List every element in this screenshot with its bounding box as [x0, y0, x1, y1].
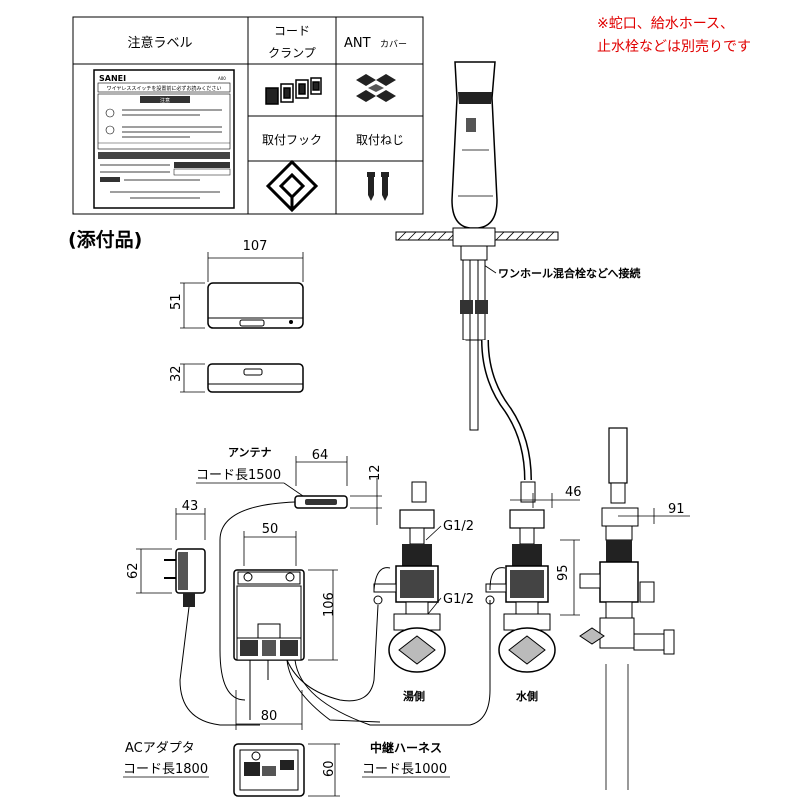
accessories-title: (添付品)	[68, 228, 142, 251]
mounting-screw-icon	[367, 172, 389, 201]
wireless-switch-front-view: 107 51	[169, 239, 304, 329]
header-caution-label: 注意ラベル	[127, 35, 192, 51]
label-heading: ワイヤレススイッチを設置前に必ずお読みください	[107, 85, 222, 92]
control-box-width-dim: 50	[262, 522, 279, 537]
dim-91: 91	[668, 502, 685, 517]
cord-clamp-icon	[265, 77, 322, 105]
hot-side-valve	[373, 509, 446, 673]
thread-label-2: G1/2	[443, 592, 474, 607]
antenna-name: アンテナ	[228, 446, 272, 459]
switch-height-dim: 51	[169, 293, 184, 310]
header-ant-cover: カバー	[380, 39, 407, 50]
antenna-unit: アンテナ コード長1500 64 12	[196, 446, 383, 701]
valve-side-view	[579, 427, 675, 790]
control-box-depth-dim: 60	[322, 760, 337, 777]
control-box-height-dim: 106	[322, 592, 337, 617]
label-brand: SANEI	[99, 74, 126, 83]
header-mounting-hook: 取付フック	[262, 133, 322, 147]
wireless-switch-side-view: 32	[169, 363, 304, 393]
header-mounting-screw: 取付ねじ	[356, 133, 404, 147]
ac-adapter-cord-length: コード長1800	[123, 762, 208, 777]
header-cord-clamp-2: クランプ	[268, 46, 316, 60]
valve-dimensions: 46 95 91	[510, 485, 690, 616]
ac-adapter-height-dim: 62	[126, 562, 141, 579]
ac-adapter-name: ACアダプタ	[125, 741, 195, 756]
control-box-bottom-width-dim: 80	[261, 709, 278, 724]
control-box: 50 106 80	[233, 522, 506, 730]
dim-95: 95	[556, 564, 571, 581]
supply-hoses	[411, 259, 536, 503]
label-code: A00	[218, 76, 226, 81]
antenna-cord-length: コード長1500	[196, 468, 281, 483]
dim-46: 46	[565, 485, 582, 500]
caution-label-image: SANEI A00 ワイヤレススイッチを設置前に必ずお読みください 注意	[93, 69, 235, 209]
control-box-bottom-view: 60	[233, 743, 340, 797]
label-caution: 注意	[160, 97, 170, 104]
hot-side-label: 湯側	[403, 689, 425, 703]
thread-label-1: G1/2	[443, 519, 474, 534]
harness-name: 中継ハーネス	[370, 740, 442, 755]
header-ant: ANT	[344, 36, 371, 51]
switch-depth-dim: 32	[169, 365, 184, 382]
antenna-width-dim: 64	[312, 448, 329, 463]
note-line-2: 止水栓などは別売りです	[597, 39, 751, 55]
ant-cover-icon	[356, 74, 396, 102]
accessory-table: 注意ラベル コード クランプ ANT カバー 取付フック 取付ねじ SANEI …	[72, 16, 424, 215]
connection-note: ワンホール混合栓などへ接続	[498, 266, 640, 280]
ac-adapter-width-dim: 43	[182, 499, 199, 514]
mounting-hook-icon	[265, 159, 319, 213]
header-cord-clamp-1: コード	[274, 24, 310, 38]
ac-adapter: 43 62 ACアダプタ コード長1800	[123, 499, 260, 778]
counter-top	[395, 227, 559, 261]
note-line-1: ※蛇口、給水ホース、	[597, 16, 734, 32]
switch-width-dim: 107	[243, 239, 268, 254]
faucet-spout	[451, 61, 498, 229]
antenna-height-dim: 12	[368, 464, 383, 481]
cold-side-label: 水側	[516, 689, 538, 703]
harness-cord-length: コード長1000	[362, 762, 447, 777]
cold-side-valve	[485, 509, 556, 673]
